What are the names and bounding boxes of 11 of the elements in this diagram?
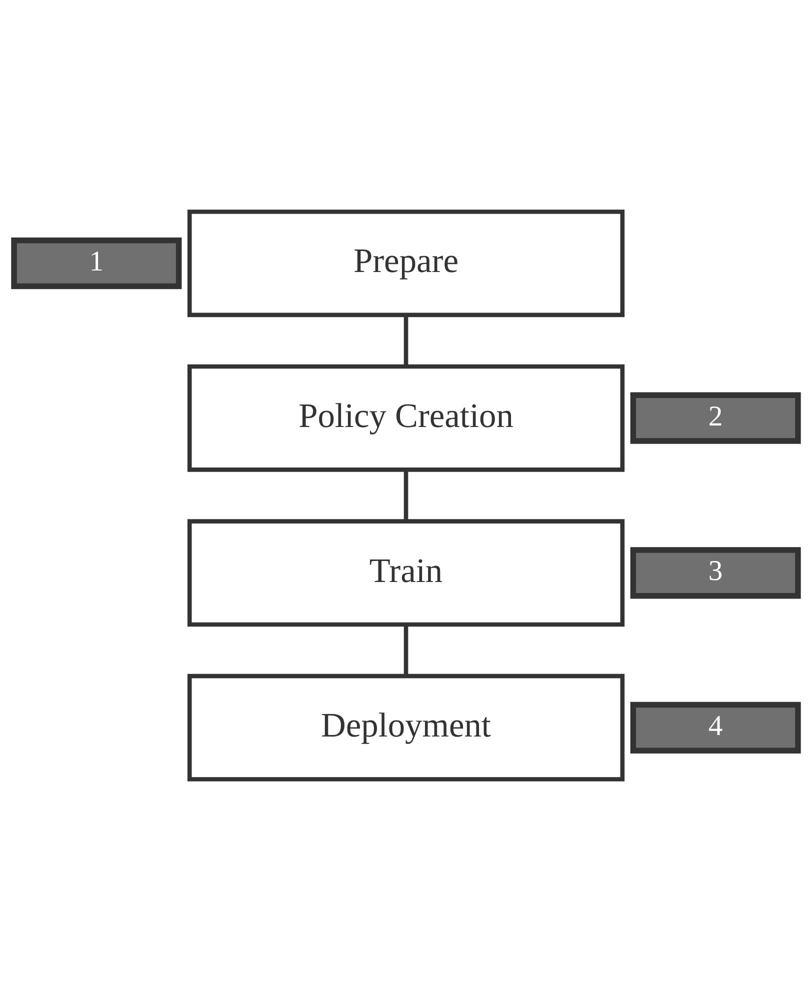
node-box: Prepare (187, 209, 625, 317)
connector (404, 624, 408, 676)
node-box: 1 (11, 237, 182, 289)
connector (404, 314, 408, 366)
node-box: 3 (630, 546, 801, 598)
node-box: Train (187, 518, 625, 626)
node-box: Policy Creation (187, 364, 625, 472)
connector (404, 469, 408, 520)
node-box: 4 (630, 701, 801, 753)
node-box: 2 (630, 392, 801, 444)
node-box: Deployment (187, 673, 625, 781)
